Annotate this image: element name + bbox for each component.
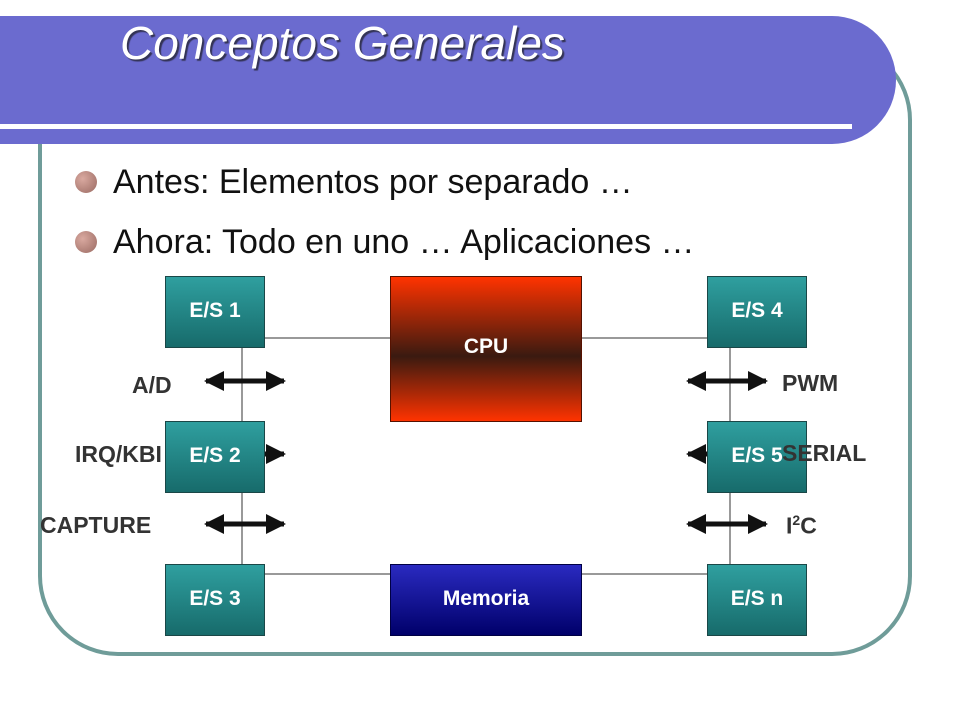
title-underline [0,124,852,129]
slide-title: Conceptos Generales [120,17,565,69]
label-i2c-sup: 2 [792,512,801,528]
bullet-item: Ahora: Todo en uno … Aplicaciones … [75,212,695,272]
label-pwm: PWM [782,370,839,396]
label-serial: SERIAL [782,440,867,466]
io-block-5: E/S 5 [707,421,807,493]
bullet-dot-icon [75,171,97,193]
label-a-d: A/D [132,372,172,398]
memory-block: Memoria [390,564,582,636]
bullet-text: Ahora: Todo en uno … Aplicaciones … [113,222,695,261]
io-block-2: E/S 2 [165,421,265,493]
bullet-list: Antes: Elementos por separado … Ahora: T… [75,152,695,272]
label-capture: CAPTURE [40,512,152,538]
label-i2c-base: I [786,512,793,539]
label-irq-kbi: IRQ/KBI [75,441,162,467]
bullet-dot-icon [75,231,97,253]
bullet-item: Antes: Elementos por separado … [75,152,695,212]
io-block-4: E/S 4 [707,276,807,348]
io-block-n: E/S n [707,564,807,636]
io-block-3: E/S 3 [165,564,265,636]
label-i2c-tail: C [800,512,817,539]
label-i2c: I2C [786,512,817,540]
title-bar [0,16,896,144]
cpu-block: CPU [390,276,582,422]
io-block-1: E/S 1 [165,276,265,348]
bullet-text: Antes: Elementos por separado … [113,162,633,201]
